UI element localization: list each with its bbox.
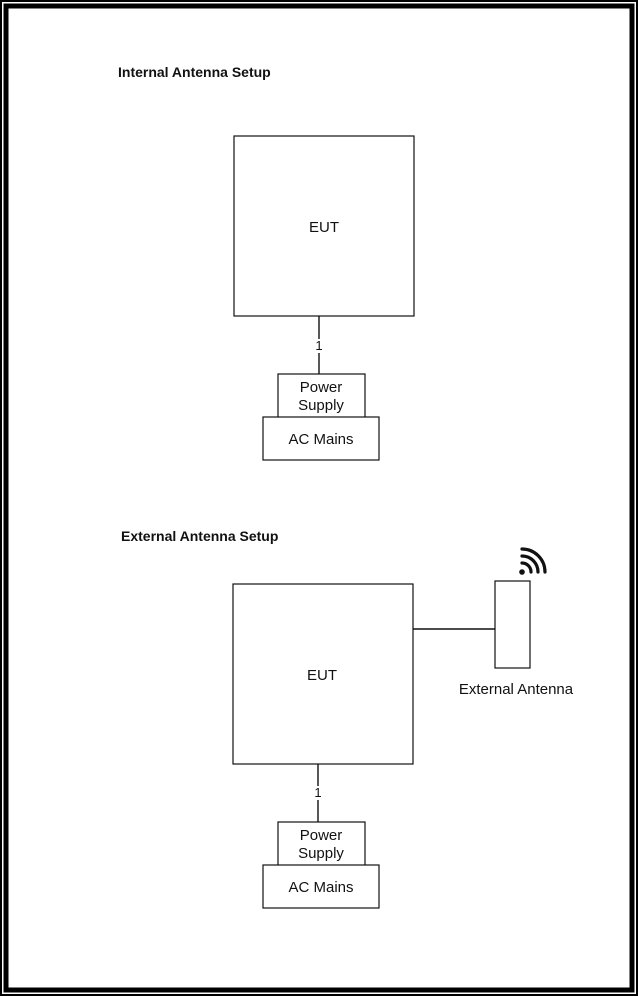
internal-eut-box [233, 135, 415, 317]
external-eut-label: EUT [307, 667, 337, 684]
wifi-signal-icon [519, 547, 547, 575]
external-antenna-body [494, 580, 531, 669]
internal-power-supply-label-line2: Supply [298, 397, 344, 414]
internal-connector-label-bg [313, 339, 325, 353]
external-power-supply-label-line2: Supply [298, 845, 344, 862]
internal-ac-mains-box [262, 416, 380, 461]
external-eut-box [232, 583, 414, 765]
external-connector-label: 1 [314, 785, 321, 800]
external-connector-label-bg [312, 786, 324, 800]
external-setup-title: External Antenna Setup [121, 528, 278, 544]
internal-ac-mains-label: AC Mains [288, 431, 353, 448]
external-power-supply-label-line1: Power [300, 827, 343, 844]
external-antenna-label: External Antenna [459, 681, 574, 698]
internal-power-supply-label-line1: Power [300, 379, 343, 396]
internal-eut-label: EUT [309, 219, 339, 236]
internal-connector-label: 1 [315, 338, 322, 353]
external-ac-mains-box [262, 864, 380, 909]
internal-setup-title: Internal Antenna Setup [118, 64, 271, 80]
external-ac-mains-label: AC Mains [288, 879, 353, 896]
